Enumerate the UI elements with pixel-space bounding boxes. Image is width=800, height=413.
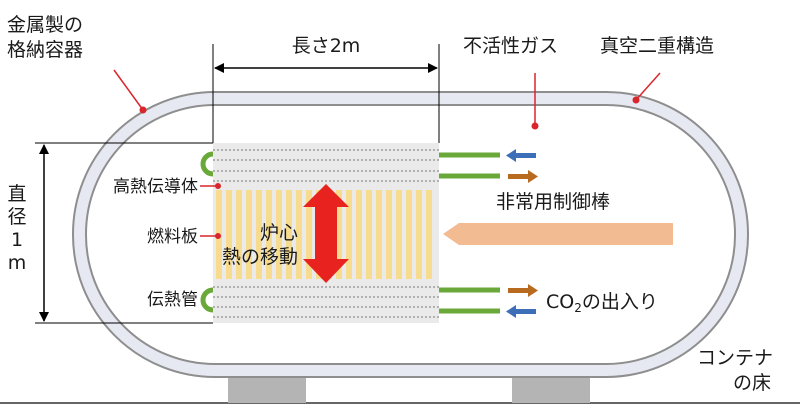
fuel-plate-stripe: [286, 190, 292, 279]
fuel-plate-stripe: [346, 190, 352, 279]
arrow-out-top: [508, 170, 538, 183]
fuel-plate-stripe: [356, 190, 362, 279]
heat-transfer-tube-label: 伝熱管: [147, 290, 198, 310]
fuel-plate-stripe: [376, 190, 382, 279]
vessel-label-line2: 格納容器: [7, 39, 83, 61]
fuel-plate-stripe: [306, 190, 312, 279]
fuel-plate-stripe: [256, 190, 262, 279]
fuel-plate-stripe: [366, 190, 372, 279]
support-foot-left: [228, 377, 306, 403]
tube-bend-bottom: [200, 287, 214, 313]
heat-movement-arrow: [303, 184, 349, 283]
arrow-out-bottom: [508, 284, 538, 297]
fuel-plate-stripe: [426, 190, 432, 279]
co2-flow-arrows: [506, 149, 538, 318]
fuel-plate-label: 燃料板: [147, 227, 198, 247]
fuel-plate-stripe: [226, 190, 232, 279]
heat-movement-label: 熱の移動: [222, 246, 298, 268]
vacuum-label: 真空二重構造: [600, 35, 714, 57]
container-floor-label-line1: コンテナ: [697, 347, 773, 369]
fuel-plate-stripe: [386, 190, 392, 279]
diameter-label-1: 直: [7, 183, 26, 205]
diameter-label-4: m: [8, 252, 27, 274]
dimension-diameter: [35, 142, 213, 324]
arrow-in-bottom: [506, 305, 536, 318]
co2-label: CO2の出入り: [546, 291, 658, 315]
length-label: 長さ2m: [292, 35, 361, 57]
core-label: 炉心: [260, 222, 298, 244]
fuel-plate-stripe: [266, 190, 272, 279]
fuel-plate-stripe: [416, 190, 422, 279]
control-rod-label: 非常用制御棒: [496, 191, 610, 213]
inert-gas-label: 不活性ガス: [463, 35, 558, 57]
fuel-plate-stripe: [296, 190, 302, 279]
high-conductor-bottom: [213, 286, 439, 318]
dimension-length: [212, 44, 440, 143]
fuel-plate-stripe: [246, 190, 252, 279]
fuel-plate-stripe: [396, 190, 402, 279]
fuel-plate-stripe: [236, 190, 242, 279]
arrow-in-top: [506, 149, 536, 162]
support-foot-right: [512, 377, 590, 403]
leader-lines: [113, 69, 661, 239]
fuel-plate-stripe: [406, 190, 412, 279]
container-floor-label-line2: の床: [733, 372, 771, 394]
fuel-plate-stripe: [276, 190, 282, 279]
fuel-plate-stripe: [336, 190, 342, 279]
control-rod: [443, 223, 673, 245]
tube-bend-top: [200, 151, 214, 177]
diameter-label-3: 1: [11, 229, 23, 251]
heat-transfer-tubes: [200, 151, 500, 314]
high-conductor-top: [213, 149, 439, 182]
vessel-label-line1: 金属製の: [7, 14, 83, 36]
high-conductor-label: 高熱伝導体: [113, 177, 198, 197]
diameter-label-2: 径: [7, 206, 26, 228]
